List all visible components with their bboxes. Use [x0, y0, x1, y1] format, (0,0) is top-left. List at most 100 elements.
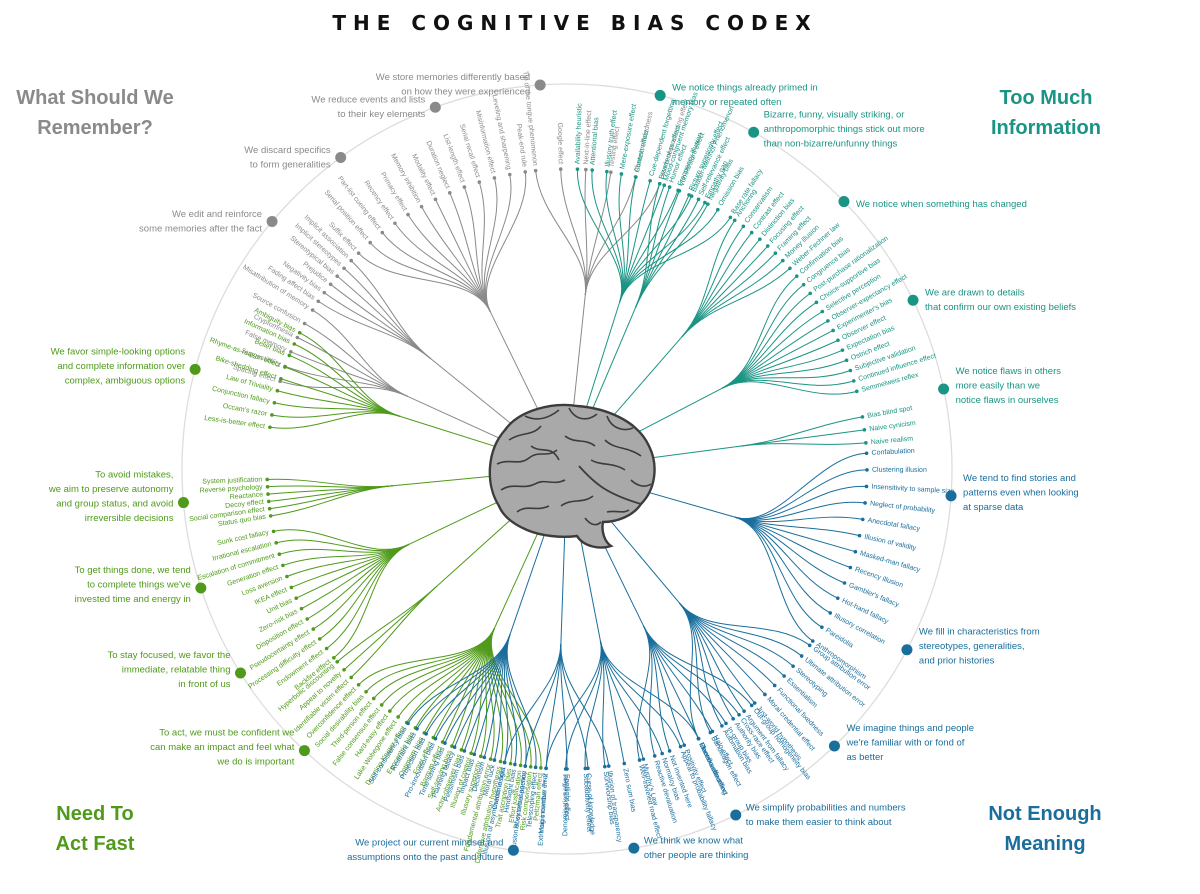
branch-twig: [735, 485, 867, 520]
bias-dot: [854, 389, 859, 394]
branch-trunk: [408, 494, 514, 545]
branch-twig: [643, 626, 727, 724]
quadrant-heading-line: Act Fast: [56, 833, 135, 855]
bias-label: Decoy effect: [225, 499, 264, 510]
bias-label: Peltzman effect: [533, 773, 544, 822]
branch-twig: [679, 602, 802, 657]
branch-twig: [584, 183, 661, 296]
branch-trunk: [584, 301, 621, 412]
branch-twig: [273, 529, 410, 550]
branch-twig: [634, 203, 709, 309]
bias-label: Illusion of validity: [864, 534, 918, 553]
category-label-line: We tend to find stories and: [963, 473, 1076, 484]
bias-label: Pareidolia: [824, 627, 854, 649]
quadrant-heading-line: Remember?: [37, 117, 153, 139]
branch-twig: [584, 172, 612, 296]
bias-label: Less-is-better effect: [204, 415, 266, 430]
category-dot: [189, 363, 201, 375]
category-label-line: We store memories differently based: [376, 72, 530, 83]
category-label-line: in front of us: [178, 679, 231, 690]
bias-dot: [452, 745, 457, 749]
bias-dot: [349, 675, 353, 680]
bias-dot: [696, 736, 701, 741]
branch-twig: [584, 176, 636, 296]
branch-twig: [681, 220, 736, 338]
bias-dot: [289, 585, 294, 590]
quadrant-heading-line: Information: [991, 117, 1101, 139]
branch-trunk: [560, 528, 566, 644]
bias-dot: [814, 300, 819, 305]
branch-twig: [560, 643, 568, 770]
bias-dot: [687, 193, 691, 197]
bias-dot: [831, 328, 835, 333]
bias-dot: [799, 654, 804, 658]
bias-dot: [507, 172, 512, 177]
bias-dot: [667, 185, 672, 189]
bias-dot: [732, 218, 737, 223]
bias-label: Occam's razor: [222, 403, 268, 418]
bias-dot: [488, 757, 493, 761]
bias-dot: [356, 683, 361, 687]
bias-dot: [492, 758, 497, 762]
category-label-line: other people are thinking: [644, 850, 749, 861]
bias-label: Denomination effect: [562, 774, 569, 836]
bias-dot: [275, 388, 280, 393]
branch-twig: [504, 643, 562, 763]
category-dot: [901, 644, 913, 656]
branch-trunk: [430, 358, 521, 432]
bias-dot: [716, 207, 720, 212]
bias-label: Curse of knowledge: [584, 773, 595, 835]
bias-dot: [324, 646, 329, 651]
branch-twig: [721, 275, 798, 389]
bias-dot: [265, 477, 269, 482]
bias-dot: [406, 212, 410, 217]
bias-dot: [433, 736, 438, 741]
bias-dot: [678, 744, 683, 749]
bias-dot: [539, 766, 543, 770]
bias-dot: [807, 643, 812, 648]
category-dot: [429, 101, 441, 113]
brain-icon: [488, 403, 656, 549]
branch-twig: [735, 469, 867, 520]
branch-trunk: [605, 514, 680, 604]
category-label-line: irreversible decisions: [85, 513, 174, 524]
branch-twig: [290, 351, 408, 397]
category-label-line: We notice flaws in others: [956, 366, 1062, 377]
category-dot: [507, 844, 519, 856]
bias-group: [624, 451, 869, 643]
bias-dot: [605, 169, 609, 174]
branch-twig: [299, 332, 401, 417]
bias-dot: [371, 696, 376, 701]
bias-dot: [667, 749, 672, 753]
bias-dot: [281, 563, 285, 568]
bias-dot: [335, 274, 339, 278]
bias-dot: [268, 425, 272, 430]
bias-dot: [603, 764, 607, 769]
bias-label: Neglect of probability: [870, 500, 936, 514]
bias-dot: [865, 468, 869, 472]
category-dot: [748, 126, 760, 138]
category-label-line: stereotypes, generalities,: [919, 641, 1025, 652]
bias-dot: [469, 751, 473, 756]
bias-label: Naive cynicism: [869, 420, 916, 433]
category-dot: [177, 497, 189, 509]
bias-dot: [648, 178, 652, 183]
branch-twig: [268, 485, 393, 502]
bias-dot: [289, 349, 293, 354]
bias-dot: [749, 703, 754, 708]
branch-twig: [599, 640, 663, 754]
category-dot: [945, 490, 957, 502]
bias-dot: [342, 266, 346, 271]
bias-dot: [349, 258, 353, 263]
category-label-line: memory or repeated often: [672, 97, 781, 108]
bias-dot: [283, 365, 287, 369]
bias-dot: [368, 240, 372, 245]
branch-twig: [394, 222, 491, 312]
branch-twig: [407, 214, 491, 312]
